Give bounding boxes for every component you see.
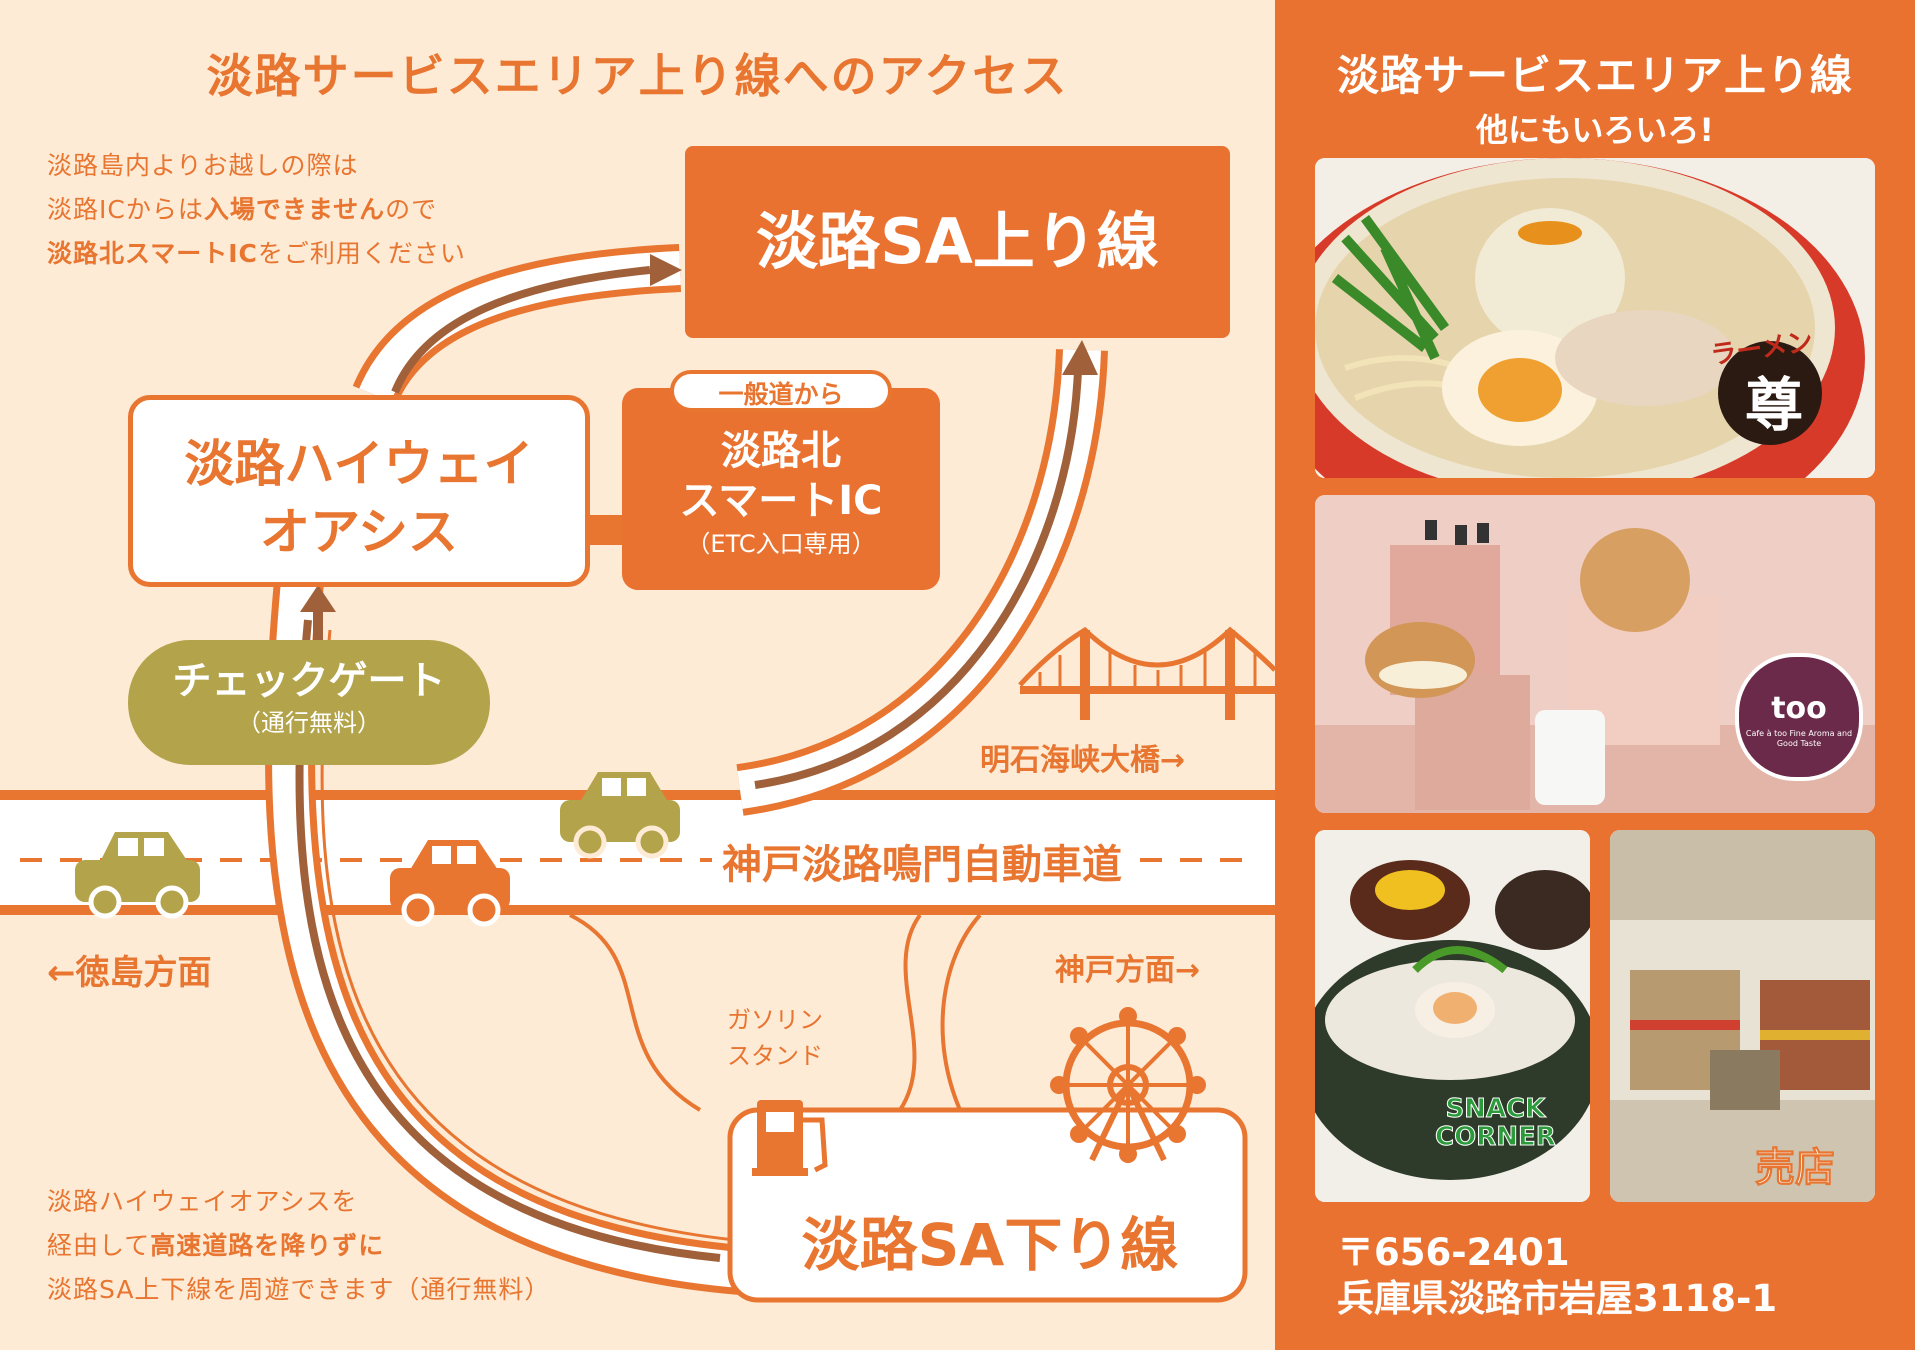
oasis-box: 淡路ハイウェイ オアシス	[128, 395, 590, 587]
gate-arrow-head	[300, 585, 336, 612]
snack-logo-2: CORNER	[1435, 1122, 1557, 1152]
expressway-label: 神戸淡路鳴門自動車道	[712, 832, 1132, 890]
access-map: 淡路サービスエリア上り線へのアクセス 淡路島内よりお越しの際は 淡路ICからは入…	[0, 49, 1275, 1312]
note-bottom-line-1: 淡路ハイウェイオアシスを	[47, 1187, 358, 1216]
note-bottom: 淡路ハイウェイオアシスを 経由して高速道路を降りずに 淡路SA上下線を周遊できま…	[47, 1180, 550, 1312]
gas-label-2: スタンド	[727, 1042, 823, 1070]
ramp-route-line	[391, 266, 651, 394]
smart-ic-label-2: スマートIC	[679, 478, 883, 524]
ferris-wheel-cabins	[1050, 1007, 1206, 1163]
snack-image	[1315, 830, 1590, 1202]
note-top-frag-3: をご利用ください	[257, 239, 466, 268]
bridge-label: 明石海峡大橋→	[980, 743, 1186, 778]
ramen-photo: ラーメン 尊	[1315, 158, 1875, 478]
ramen-image	[1315, 158, 1875, 478]
postal-code: 〒656-2401	[1337, 1231, 1570, 1274]
shop-image	[1610, 830, 1875, 1202]
sa-down-label: 淡路SA下り線	[801, 1211, 1179, 1279]
note-top-frag-1: 淡路ICからは	[47, 195, 204, 224]
cafe-logo: too Cafe à too Fine Aroma and Good Taste	[1735, 653, 1863, 781]
kobe-label: 神戸方面→	[1055, 953, 1201, 988]
ramen-logo-kanji: 尊	[1745, 371, 1804, 439]
gate-note: （通行無料）	[237, 709, 381, 737]
cafe-photo: too Cafe à too Fine Aroma and Good Taste	[1315, 495, 1875, 813]
offramp-right	[898, 913, 922, 1112]
offramp-right-2	[940, 913, 982, 1111]
car-icon-orange	[390, 840, 510, 927]
bridge-icon	[1018, 626, 1275, 720]
cafe-logo-text: Cafe à too Fine Aroma and Good Taste	[1745, 729, 1853, 748]
arrow-to-sa-up	[650, 254, 682, 286]
snack-logo: SNACK CORNER	[1435, 1094, 1557, 1152]
offramp-left	[569, 913, 702, 1112]
snack-photo: SNACK CORNER	[1315, 830, 1590, 1202]
shop-label: 売店	[1755, 1145, 1836, 1192]
smart-ic-box: 一般道から 淡路北 スマートIC （ETC入口専用）	[622, 370, 940, 590]
note-bottom-frag-1: 経由して	[47, 1231, 151, 1260]
gate-label: チェックゲート	[172, 659, 446, 704]
sa-up-box: 淡路SA上り線	[685, 146, 1230, 338]
tokushima-label: ←徳島方面	[47, 953, 212, 993]
address: 兵庫県淡路市岩屋3118-1	[1337, 1277, 1778, 1320]
gas-label: ガソリン スタンド	[705, 1002, 845, 1074]
note-top-emph-2: 淡路北スマートIC	[47, 239, 258, 268]
car-icon-olive-2	[560, 772, 680, 859]
note-top: 淡路島内よりお越しの際は 淡路ICからは入場できませんので 淡路北スマートICを…	[47, 144, 466, 276]
note-top-line-2: 淡路ICからは入場できませんので	[47, 188, 466, 232]
note-bottom-line-2: 経由して高速道路を降りずに	[47, 1224, 550, 1268]
note-bottom-line-3: 淡路SA上下線を周遊できます（通行無料）	[47, 1275, 551, 1304]
note-top-frag-2: ので	[385, 195, 438, 224]
arrow-up-connector	[1062, 340, 1098, 375]
ramp-to-sa	[359, 251, 681, 402]
gas-pump-icon	[752, 1100, 828, 1176]
gas-label-1: ガソリン	[727, 1006, 823, 1034]
smart-ic-label-3: （ETC入口専用）	[686, 530, 876, 558]
shop-photo: 売店	[1610, 830, 1875, 1202]
page-title: 淡路サービスエリア上り線へのアクセス	[206, 49, 1069, 103]
oasis-label-2: オアシス	[260, 503, 458, 561]
smart-ic-tag: 一般道から	[670, 370, 892, 412]
panel-subtitle: 他にもいろいろ!	[1476, 111, 1714, 149]
cafe-logo-word: too	[1771, 691, 1827, 726]
smart-ic-label-1: 淡路北	[721, 428, 841, 474]
connector-route-line	[754, 369, 1082, 789]
snack-logo-1: SNACK	[1445, 1094, 1546, 1124]
info-panel: 淡路サービスエリア上り線 他にもいろいろ! ラーメン 尊	[1275, 0, 1915, 1350]
note-top-emph: 入場できません	[203, 195, 386, 224]
note-top-line-3: 淡路北スマートICをご利用ください	[47, 232, 466, 276]
oasis-label-1: 淡路ハイウェイ	[184, 435, 534, 493]
check-gate: チェックゲート （通行無料）	[128, 640, 490, 765]
note-bottom-emph: 高速道路を降りずに	[150, 1231, 385, 1260]
note-top-line-1: 淡路島内よりお越しの際は	[47, 151, 359, 180]
car-icon-olive-1	[75, 832, 200, 919]
sa-up-label: 淡路SA上り線	[756, 205, 1159, 278]
panel-title: 淡路サービスエリア上り線	[1336, 51, 1853, 100]
sa-down-area	[727, 1107, 1248, 1303]
